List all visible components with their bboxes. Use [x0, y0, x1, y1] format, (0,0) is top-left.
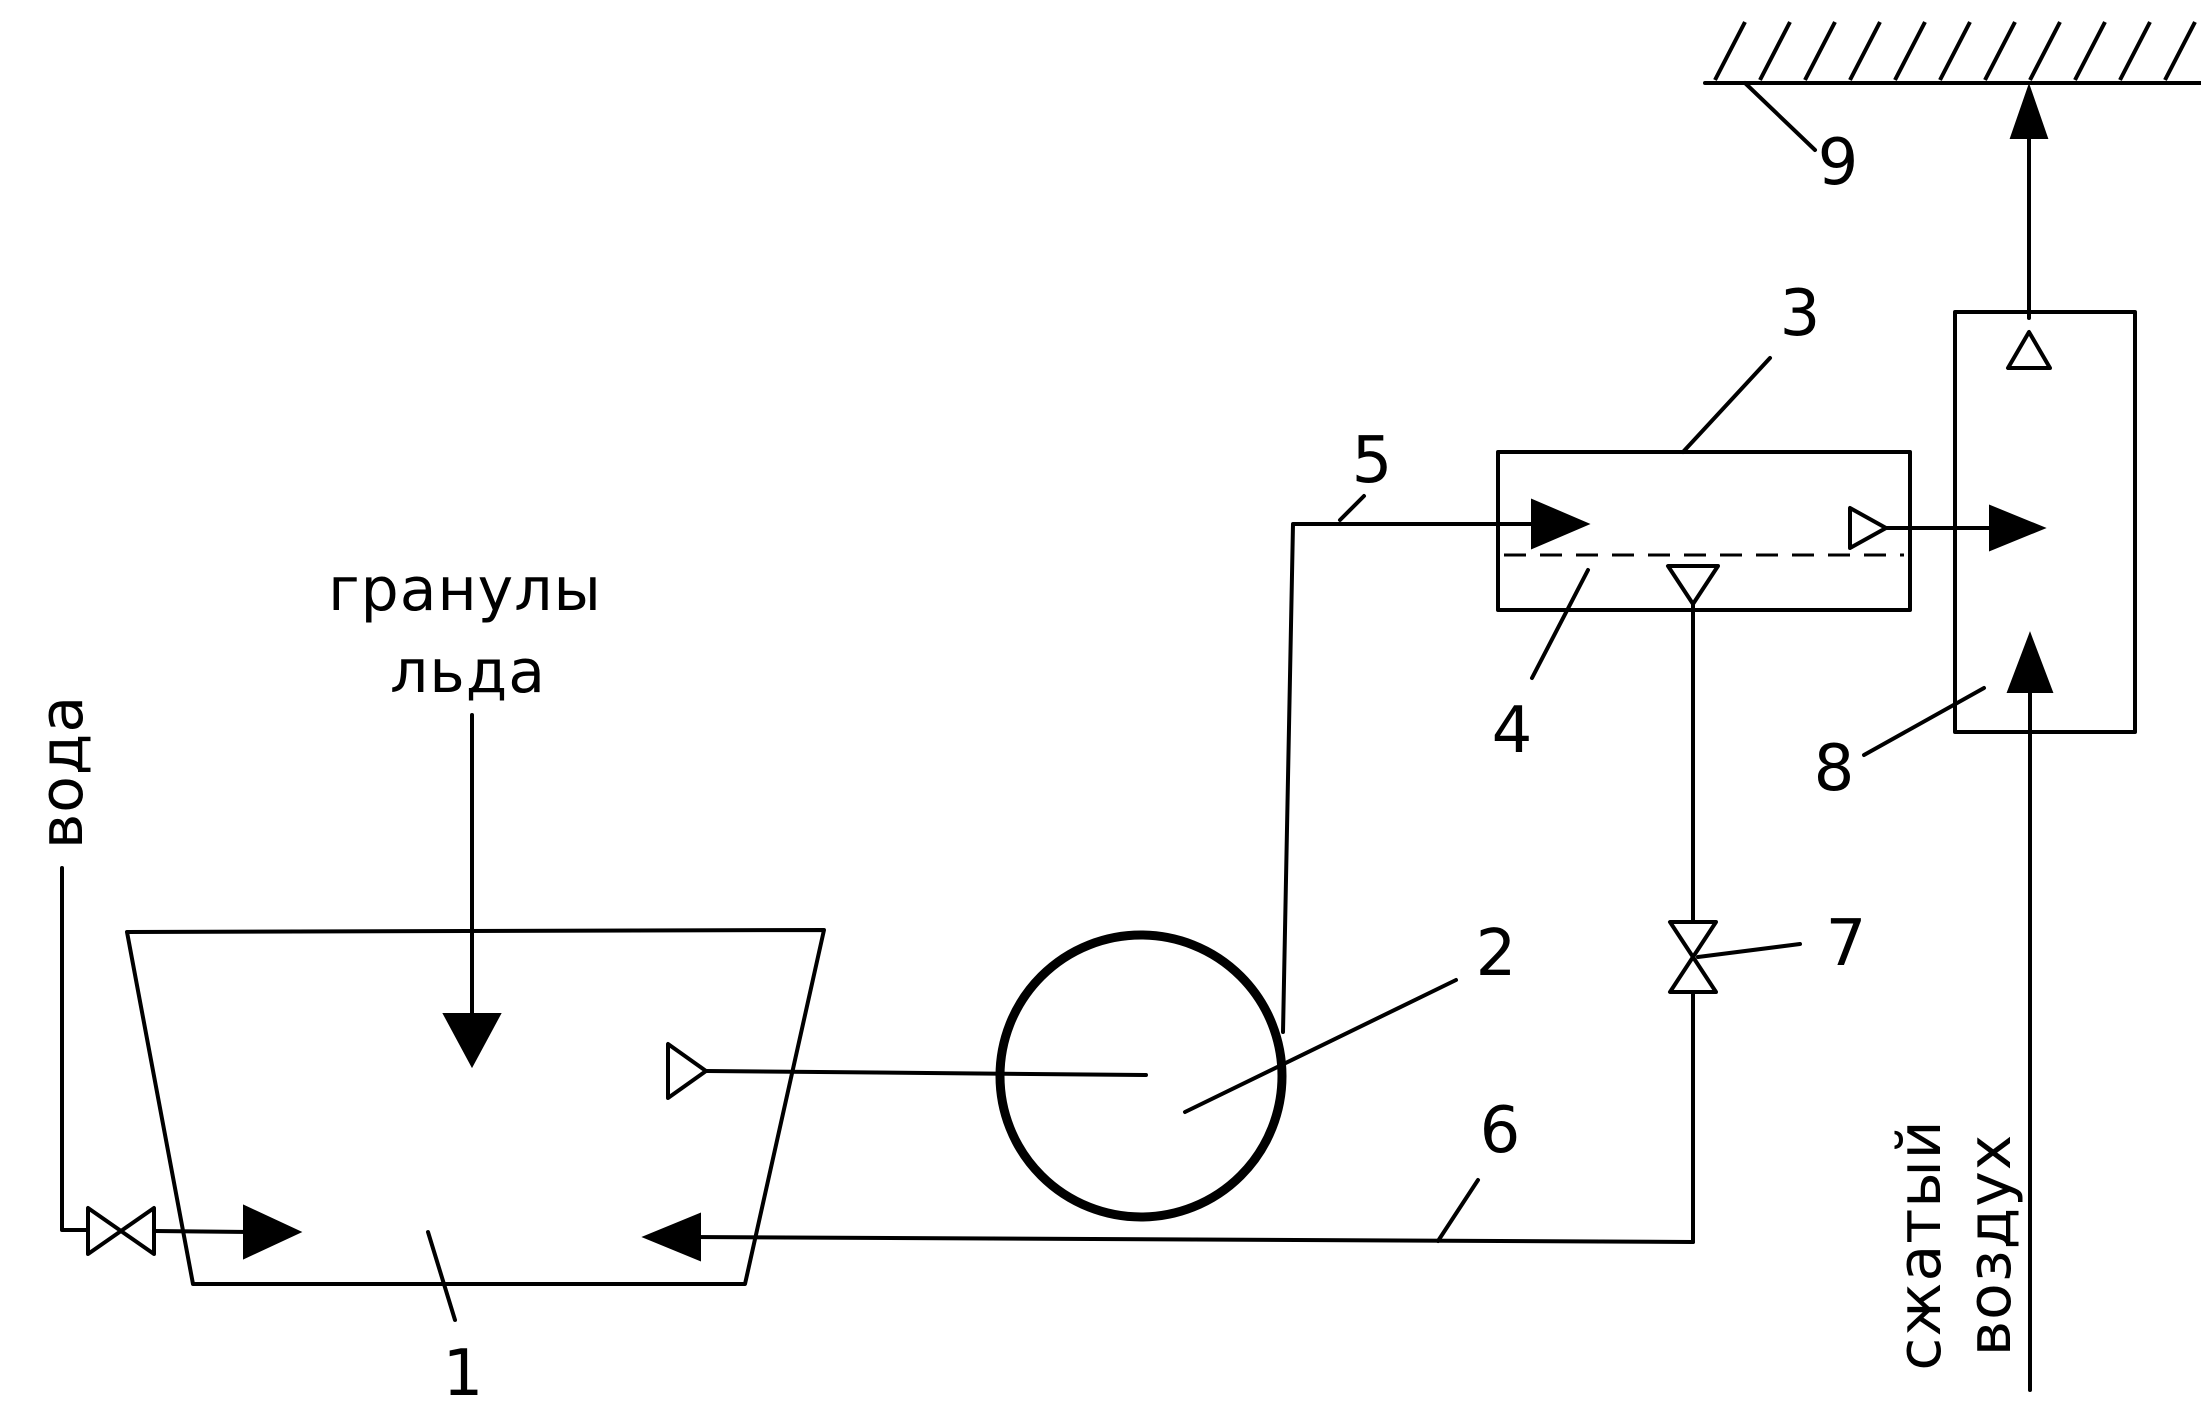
- water-feed-line: [62, 868, 300, 1258]
- label-return-line: 6: [1480, 1094, 1521, 1168]
- leader-1: [428, 1232, 455, 1320]
- compressed-air-label-line1: сжатый: [1885, 1119, 1955, 1370]
- leader-7: [1698, 944, 1800, 957]
- leader-5: [1340, 496, 1364, 520]
- mixer-nozzle: [1955, 312, 2135, 732]
- vessel-outlet-arrow: [668, 1044, 706, 1098]
- ice-granules-label-line1: гранулы: [328, 555, 602, 625]
- water-inlet-arrow: [244, 1206, 300, 1258]
- air-arrow: [2008, 634, 2052, 692]
- jet-arrow: [2011, 86, 2047, 138]
- water-label: вода: [27, 695, 97, 849]
- filter-outlet-arrow: [1668, 566, 1718, 604]
- label-supply-line: 5: [1352, 424, 1393, 498]
- return-line: [644, 566, 1718, 1260]
- label-vessel: 1: [443, 1337, 484, 1411]
- leader-6: [1438, 1180, 1478, 1241]
- supply-line: [1283, 500, 1588, 1032]
- leader-3: [1683, 358, 1770, 452]
- separator-to-mixer-line: [1850, 506, 2044, 550]
- water-valve: [88, 1208, 154, 1254]
- label-mixer: 8: [1814, 732, 1855, 806]
- leader-4: [1532, 570, 1588, 678]
- label-surface: 9: [1818, 126, 1859, 200]
- target-surface: [1705, 22, 2201, 83]
- label-filter: 4: [1492, 694, 1533, 768]
- mixer-outlet-arrow: [2008, 332, 2050, 368]
- vessel-return-arrow: [644, 1214, 700, 1260]
- ice-feed-arrow: [444, 1014, 500, 1066]
- mixer-inlet-arrow: [1990, 506, 2044, 550]
- compressed-air-label-line2: воздух: [1955, 1134, 2025, 1356]
- label-pump: 2: [1476, 917, 1517, 991]
- leader-2: [1185, 980, 1456, 1112]
- label-separator: 3: [1780, 277, 1821, 351]
- leader-8: [1864, 688, 1984, 755]
- separator-inlet-arrow: [1532, 500, 1588, 548]
- separator-outlet-arrow: [1850, 508, 1886, 548]
- leader-lines: [428, 83, 1984, 1320]
- jet-line: [2008, 86, 2050, 368]
- ice-feed-line: [444, 715, 500, 1066]
- ice-granules-label-line2: льда: [390, 637, 546, 707]
- label-valve: 7: [1826, 907, 1867, 981]
- leader-9: [1745, 83, 1815, 150]
- suction-line: [668, 1044, 1146, 1098]
